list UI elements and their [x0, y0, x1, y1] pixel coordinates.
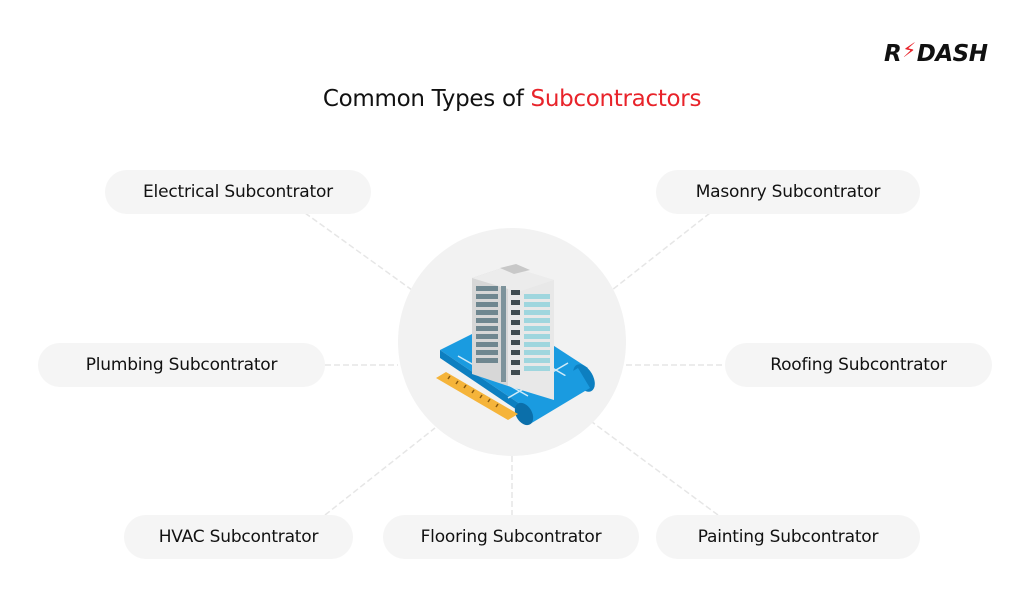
pill-label: Electrical Subcontrator [143, 182, 333, 202]
pill-label: Plumbing Subcontrator [85, 355, 278, 375]
rdash-logo: R⚡︎DASH [884, 38, 988, 70]
masonry-subcontractor-pill: Masonry Subcontrator [656, 170, 920, 214]
logo-text-r: R [884, 41, 902, 67]
title-highlight: Subcontractors [530, 86, 702, 112]
connector-painting [591, 421, 719, 516]
pill-label: Masonry Subcontrator [695, 182, 881, 202]
pill-label: Roofing Subcontrator [770, 355, 947, 375]
painting-subcontractor-pill: Painting Subcontrator [656, 515, 920, 559]
roofing-subcontractor-pill: Roofing Subcontrator [725, 343, 992, 387]
electrical-subcontractor-pill: Electrical Subcontrator [105, 170, 371, 214]
office-building-on-blueprint-icon [436, 264, 595, 426]
plumbing-subcontractor-pill: Plumbing Subcontrator [38, 343, 325, 387]
logo-text-dash: DASH [916, 41, 988, 67]
pill-label: Painting Subcontrator [697, 527, 879, 547]
hub-circle [398, 228, 626, 456]
pill-label: Flooring Subcontrator [420, 527, 602, 547]
connector-masonry [611, 212, 711, 291]
flooring-subcontractor-pill: Flooring Subcontrator [383, 515, 639, 559]
title-prefix: Common Types of [322, 86, 531, 112]
hvac-subcontractor-pill: HVAC Subcontrator [124, 515, 353, 559]
lightning-bolt-icon: ⚡︎ [902, 38, 916, 62]
connector-electrical [304, 212, 413, 291]
page-title: Common Types of Subcontractors [0, 86, 1024, 112]
pill-label: HVAC Subcontrator [158, 527, 319, 547]
connector-hvac [324, 427, 436, 516]
